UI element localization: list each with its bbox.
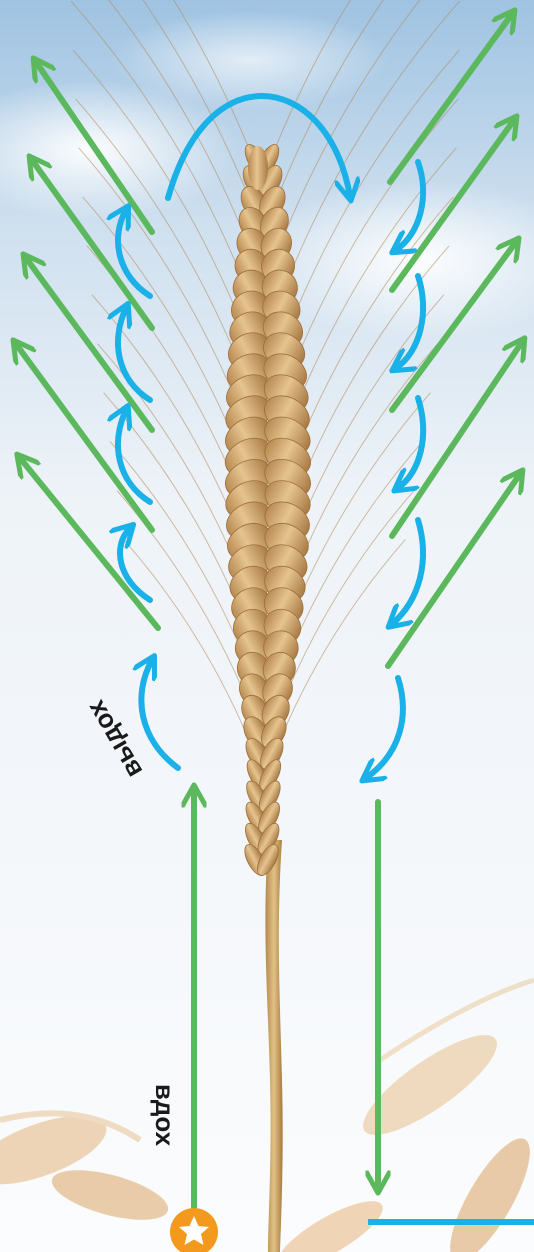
wheat-ear-tip — [248, 146, 268, 190]
inhale-label: вдох — [150, 1084, 180, 1147]
